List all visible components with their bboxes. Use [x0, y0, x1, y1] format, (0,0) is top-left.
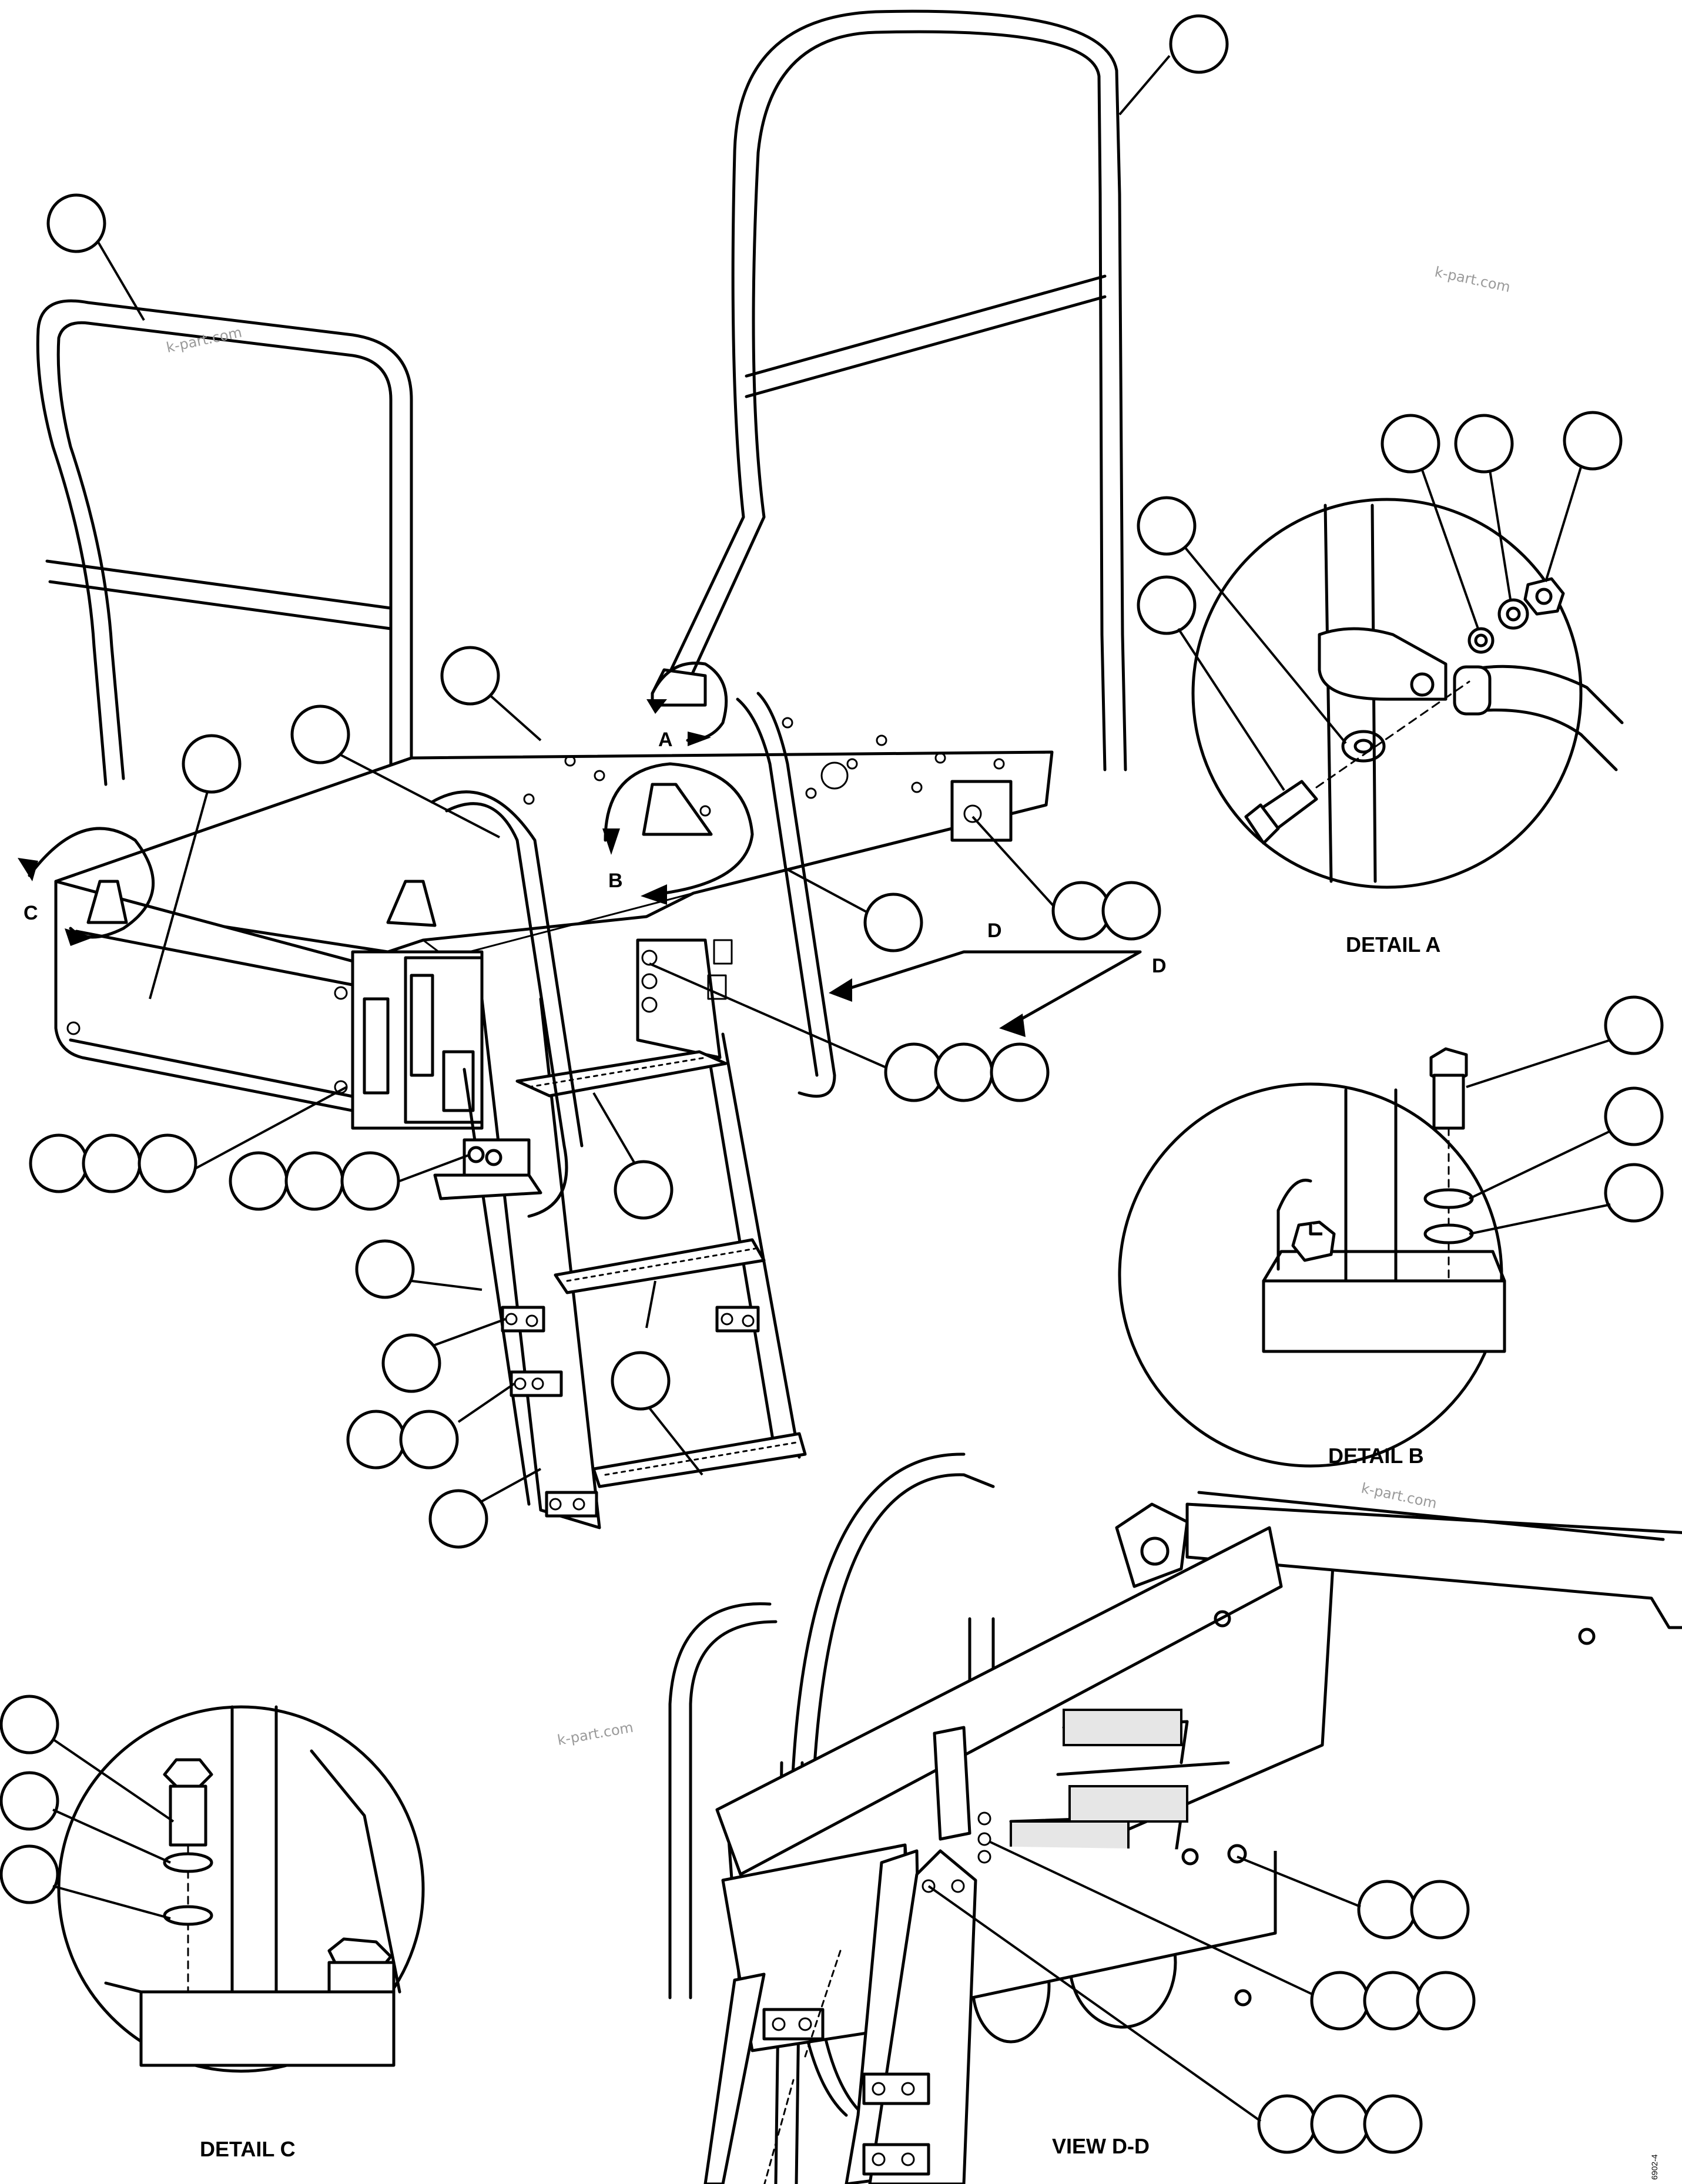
callout-bubble — [1363, 1971, 1423, 2031]
right-handrail-crossbar — [745, 274, 1107, 398]
callout-bubble — [1563, 411, 1623, 471]
callout-bubble — [614, 1160, 674, 1220]
view-dd-title: VIEW D-D — [1052, 2134, 1150, 2158]
callout-bubble — [1051, 881, 1111, 941]
platform-holes — [523, 717, 1005, 817]
callout-bubble — [346, 1410, 406, 1470]
watermark: k-part.com — [1360, 1480, 1439, 1512]
watermark: k-part.com — [165, 324, 243, 356]
callout-bubble — [1137, 496, 1197, 556]
callout-bubble — [440, 646, 500, 706]
callout-bubble — [355, 1239, 415, 1299]
sheet-code: 6902-4 — [1650, 2154, 1659, 2180]
detail-a: DETAIL A — [1137, 411, 1624, 957]
callout-bubble — [1357, 1880, 1417, 1940]
callout-bubble — [138, 1133, 197, 1193]
stair-left-stringer — [480, 997, 601, 1529]
stair-steps — [515, 1050, 807, 1488]
section-d-label-1: D — [987, 920, 1002, 942]
callout-bubble — [0, 1771, 59, 1831]
callout-bubble — [1310, 1971, 1370, 2031]
callout-bubble — [1169, 14, 1229, 74]
callout-bubble — [0, 1844, 59, 1904]
callout-bubble — [284, 1151, 344, 1211]
callout-bubble — [428, 1489, 488, 1549]
callout-bubble — [1604, 1086, 1664, 1146]
platform-top — [54, 750, 1054, 954]
callout-bubble — [1101, 881, 1161, 941]
section-markers: C A B D D — [18, 662, 1167, 1037]
detail-b: DETAIL B — [1118, 995, 1664, 1468]
section-d-label-2: D — [1152, 955, 1167, 977]
view-dd: VIEW D-D 6902-4 — [668, 1452, 1682, 2184]
callout-bubble — [1410, 1880, 1470, 1940]
callout-bubble — [884, 1042, 944, 1102]
section-c-label: C — [24, 902, 38, 924]
callout-bubble — [611, 1351, 671, 1411]
callout-bubble — [381, 1333, 441, 1393]
callout-bubble — [990, 1042, 1050, 1102]
callout-bubble — [340, 1151, 400, 1211]
section-b-label: B — [608, 870, 623, 892]
callout-bubble — [290, 704, 350, 764]
callout-bubble — [182, 734, 242, 794]
section-a-label: A — [658, 729, 673, 751]
callout-bubble — [1604, 995, 1664, 1055]
right-handrail — [662, 9, 1127, 771]
watermark: k-part.com — [556, 1719, 635, 1749]
callout-bubble — [863, 893, 923, 952]
callout-bubble — [29, 1133, 89, 1193]
callout-bubble — [1137, 575, 1197, 635]
callout-bubble — [1454, 414, 1514, 474]
callout-bubble — [399, 1410, 459, 1470]
callout-bubble — [1257, 2094, 1317, 2154]
callout-bubble — [1381, 414, 1440, 474]
left-handrail — [36, 299, 413, 786]
detail-c-title: DETAIL C — [200, 2137, 296, 2161]
callout-bubble — [1604, 1163, 1664, 1223]
main-callouts — [29, 14, 1229, 1549]
callout-bubble — [1363, 2094, 1423, 2154]
detail-b-title: DETAIL B — [1328, 1444, 1424, 1468]
detail-c: DETAIL C — [0, 1695, 425, 2161]
main-assembly — [36, 9, 1127, 1529]
callout-bubble — [229, 1151, 289, 1211]
callout-bubble — [934, 1042, 994, 1102]
callout-bubble — [0, 1695, 59, 1754]
callout-bubble — [1310, 2094, 1370, 2154]
callout-bubble — [46, 193, 106, 253]
callout-bubble — [82, 1133, 142, 1193]
watermark: k-part.com — [1433, 263, 1512, 296]
callout-bubble — [1416, 1971, 1476, 2031]
stair-handrail — [445, 802, 568, 1218]
left-handrail-crossbar — [45, 559, 393, 630]
detail-a-title: DETAIL A — [1346, 932, 1440, 957]
